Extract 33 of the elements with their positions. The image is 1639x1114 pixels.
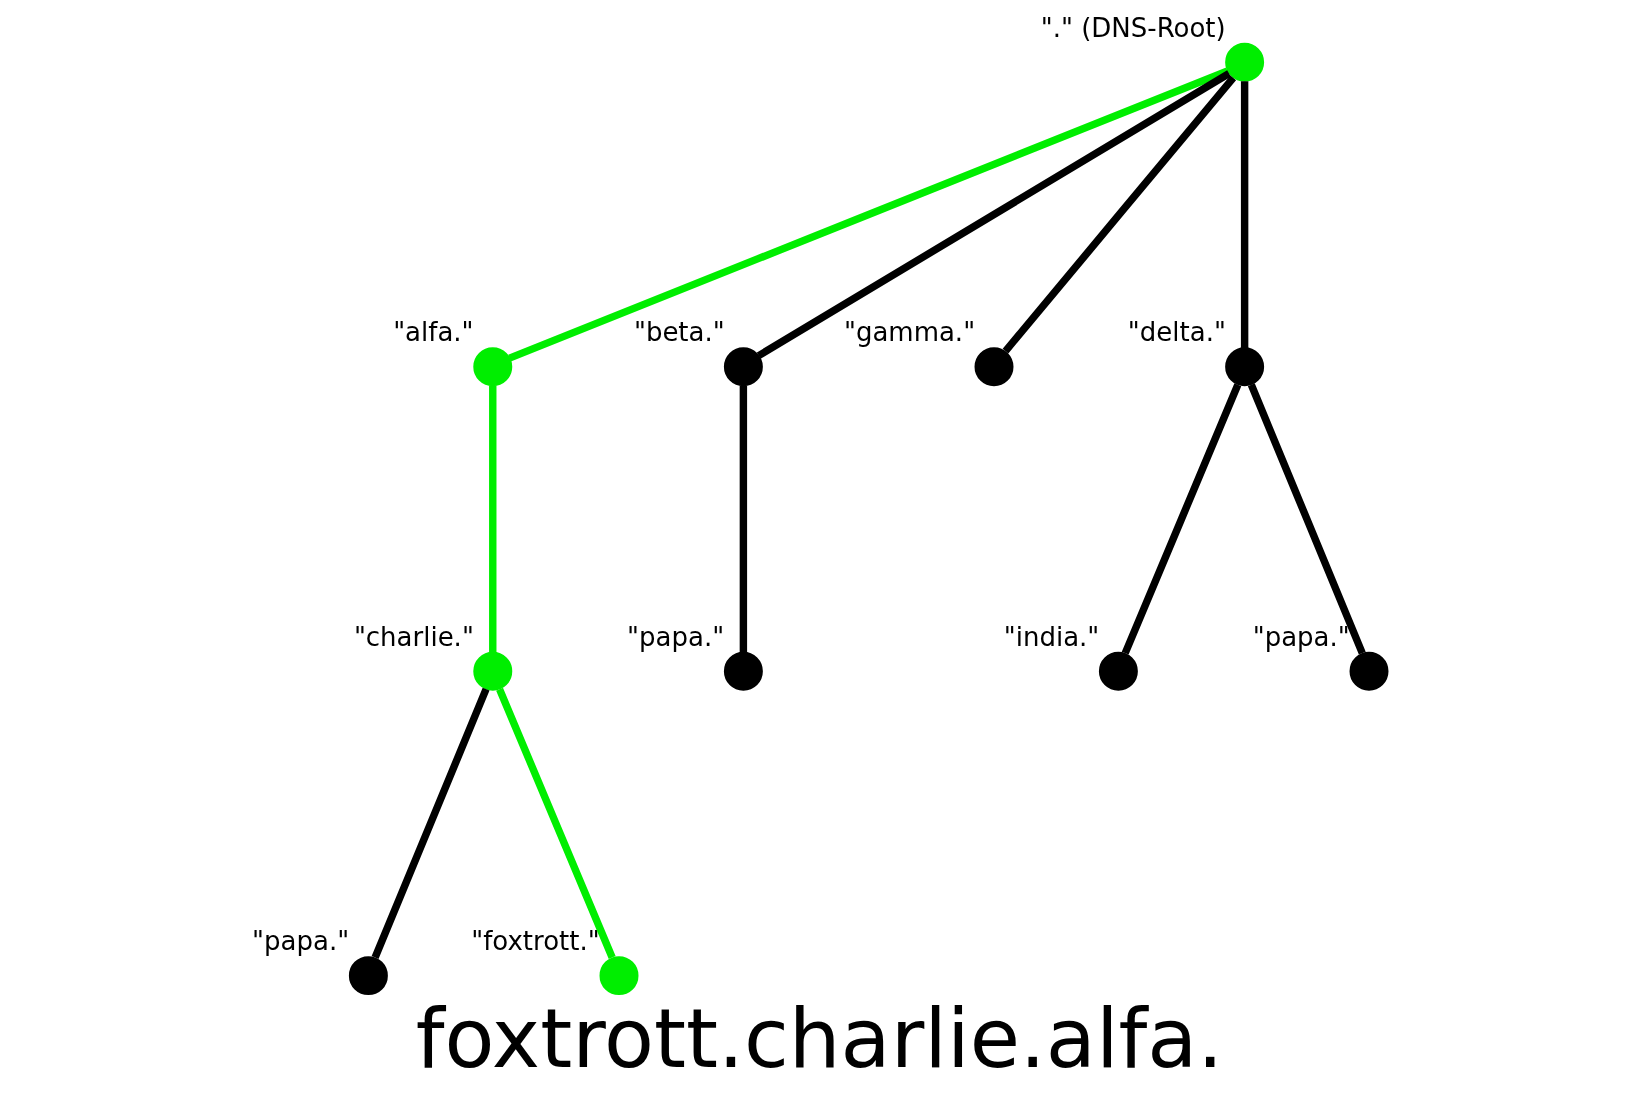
node-circle	[473, 347, 513, 387]
node-label: "delta."	[1127, 317, 1226, 348]
node-label: "papa."	[1252, 621, 1350, 652]
node-circle	[599, 956, 639, 996]
node-label: "papa."	[252, 926, 350, 957]
connector	[371, 687, 490, 959]
node-circle	[723, 651, 763, 691]
connector	[496, 687, 616, 959]
connector	[489, 385, 497, 653]
connector	[1247, 383, 1366, 655]
node-circle	[723, 347, 763, 387]
node-circle	[473, 651, 513, 691]
node-label: "charlie."	[353, 621, 474, 652]
node-circle	[1098, 651, 1138, 691]
caption: foxtrott.charlie.alfa.	[415, 990, 1224, 1086]
node-label: "alfa."	[393, 317, 474, 348]
node-circle	[1225, 42, 1265, 82]
node-label: "india."	[1003, 621, 1100, 652]
node-label: "." (DNS-Root)	[1040, 12, 1226, 43]
connector	[1240, 81, 1249, 348]
connector	[739, 385, 748, 653]
node-circle	[348, 956, 388, 996]
node-label: "beta."	[633, 317, 725, 348]
node-label: "papa."	[627, 621, 725, 652]
connector	[756, 70, 1231, 359]
connector	[1121, 383, 1242, 655]
node-circle	[1349, 651, 1389, 691]
node-circle	[1225, 347, 1265, 387]
node-label: "gamma."	[843, 317, 976, 348]
node-label: "foxtrott."	[471, 926, 600, 957]
node-circle	[974, 347, 1014, 387]
connector	[1002, 75, 1237, 354]
connector	[508, 67, 1229, 362]
